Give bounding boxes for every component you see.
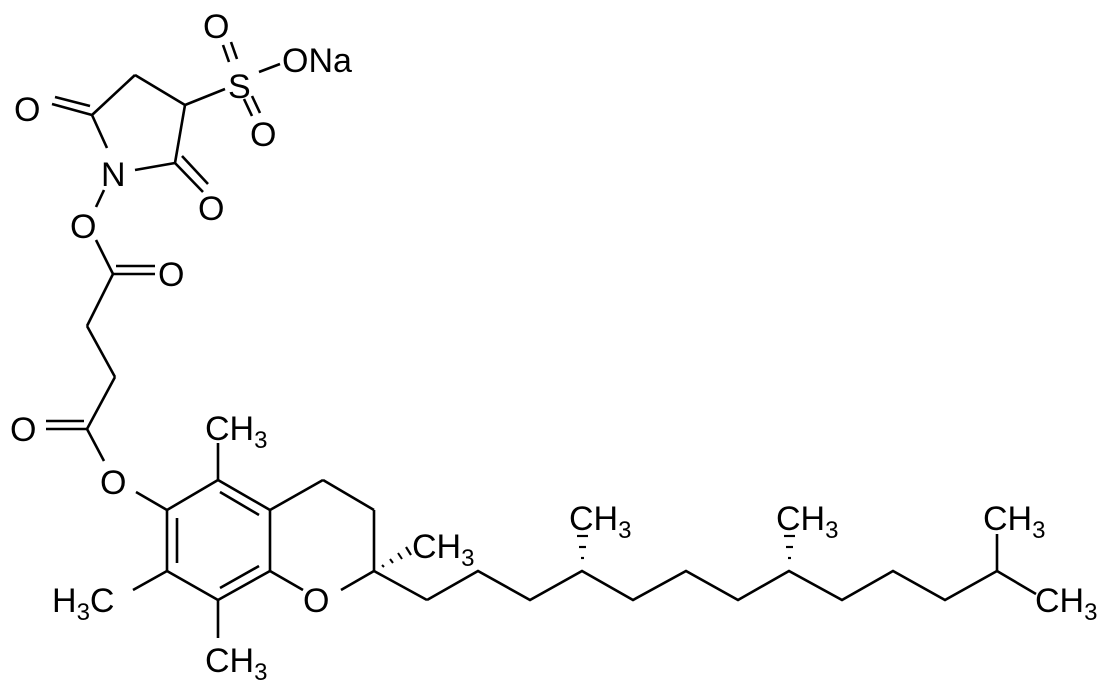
svg-text:CH3: CH3 <box>205 642 267 686</box>
c8p-methyl-label: CH3 <box>776 500 838 544</box>
svg-text:CH3: CH3 <box>569 500 631 544</box>
svg-text:H3C: H3C <box>52 582 114 626</box>
sulfonyl-oxygen-top: O <box>203 8 229 46</box>
nhs-ester-oxygen: O <box>70 208 96 246</box>
svg-text:CH3: CH3 <box>412 528 474 572</box>
c2-methyl-label: CH3 <box>412 528 474 572</box>
sulfonyl-oxygen-bottom: O <box>250 116 276 154</box>
svg-text:CH3: CH3 <box>776 500 838 544</box>
phytyl-side-chain <box>426 534 1037 602</box>
svg-text:CH3: CH3 <box>205 410 267 454</box>
c8p-hashed-wedge-bond <box>784 534 795 560</box>
c12p-methyl-top-label: CH3 <box>983 500 1045 544</box>
c12p-methyl-right-label: CH3 <box>1035 582 1097 626</box>
c4p-hashed-wedge-bond <box>577 534 588 560</box>
c7-methyl-label: H3C <box>52 582 114 626</box>
imide-oxygen-right: O <box>198 190 224 228</box>
c8-methyl-label: CH3 <box>205 642 267 686</box>
imide-oxygen-left: O <box>14 91 40 129</box>
phenol-ester-oxygen: O <box>100 464 126 502</box>
sulfur-atom: S <box>228 68 251 106</box>
c5-methyl-label: CH3 <box>205 410 267 454</box>
succinate-linker <box>46 239 168 512</box>
svg-text:CH3: CH3 <box>1035 582 1097 626</box>
c2-hashed-wedge-bond <box>381 546 412 568</box>
succinate-carbonyl-oxygen-2: O <box>10 411 36 449</box>
svg-text:CH3: CH3 <box>983 500 1045 544</box>
sodium-sulfonate-label: ONa <box>282 42 352 80</box>
sulfo-succinimide-ring <box>51 41 281 208</box>
imide-nitrogen: N <box>101 156 126 194</box>
succinate-carbonyl-oxygen-1: O <box>158 256 184 294</box>
chroman-oxygen: O <box>303 582 329 620</box>
chroman-ring-system <box>132 443 428 638</box>
c4p-methyl-label: CH3 <box>569 500 631 544</box>
